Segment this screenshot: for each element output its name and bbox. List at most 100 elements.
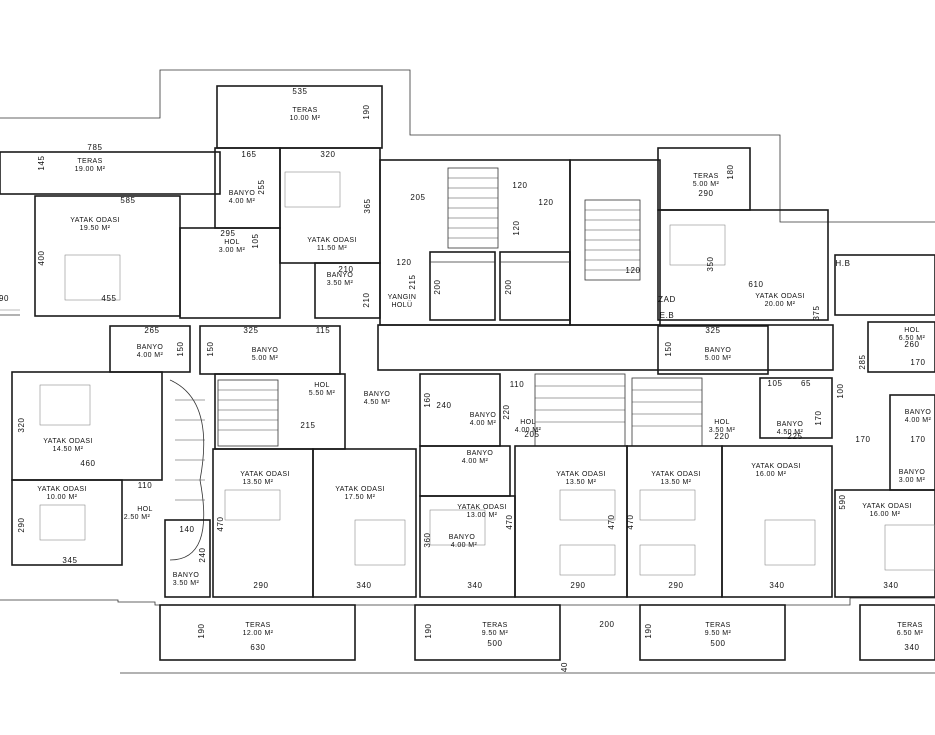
dimension-label: 500 (710, 639, 725, 648)
room-area: 3.50 M² (709, 427, 736, 434)
dimension-label: 215 (300, 421, 315, 430)
unit-stairs (169, 373, 703, 561)
dimension-label: 145 (37, 155, 46, 170)
dimension-label: 90 (0, 294, 9, 303)
dimension-label: 460 (80, 459, 95, 468)
room-labels: TERAS 10.00 M² TERAS 19.00 M² YATAK ODAS… (37, 107, 931, 637)
core-stairs (429, 167, 641, 321)
dimension-label: 630 (250, 643, 265, 652)
dimension-label: 220 (502, 404, 511, 419)
room-area: 3.50 M² (173, 580, 200, 587)
room-area: 10.00 M² (47, 494, 78, 501)
dimension-label: 225 (787, 432, 802, 441)
room-area: 4.00 M² (470, 420, 497, 427)
room-area: 11.50 M² (317, 245, 348, 252)
room-area: 13.50 M² (243, 479, 274, 486)
room-name: BANYO (467, 450, 494, 457)
dimension-label: 65 (801, 379, 811, 388)
dimension-label: 110 (510, 380, 525, 389)
lower-walls (164, 445, 935, 598)
room-name: BANYO (327, 272, 354, 279)
dimension-label: 160 (423, 392, 432, 407)
room-area: 9.50 M² (482, 630, 509, 637)
dimension-label: 190 (424, 623, 433, 638)
room-name: YATAK ODASI (556, 471, 606, 478)
dimension-label: E.B (660, 311, 675, 320)
room-area: 4.00 M² (229, 198, 256, 205)
room-area: 20.00 M² (765, 301, 796, 308)
dimension-label: 785 (87, 143, 102, 152)
dimension-label: 320 (17, 417, 26, 432)
dimension-label: 120 (396, 258, 411, 267)
dimension-label: 115 (316, 326, 331, 335)
room-area: 4.50 M² (777, 429, 804, 436)
room-name: YATAK ODASI (457, 504, 507, 511)
room-name: YATAK ODASI (70, 217, 120, 224)
dimension-label: 350 (706, 256, 715, 271)
dimension-label: 265 (144, 326, 159, 335)
dimension-label: 150 (664, 341, 673, 356)
dimension-label: 210 (338, 265, 353, 274)
room-name: YATAK ODASI (335, 486, 385, 493)
room-name: HOL (714, 419, 730, 426)
room-area: 12.00 M² (243, 630, 274, 637)
beds (39, 171, 935, 576)
dimension-label: 100 (836, 383, 845, 398)
room-area: 13.50 M² (661, 479, 692, 486)
dimension-label: 240 (436, 401, 451, 410)
dimension-label: 500 (487, 639, 502, 648)
dimension-label: 340 (883, 581, 898, 590)
dimension-label: 290 (253, 581, 268, 590)
dimension-label: 210 (362, 292, 371, 307)
dimension-label: 120 (512, 220, 521, 235)
room-name: BANYO (470, 412, 497, 419)
dimension-label: 325 (243, 326, 258, 335)
dimension-label: 340 (904, 643, 919, 652)
middle-walls (11, 321, 935, 566)
room-name: TERAS (482, 622, 507, 629)
room-area: 4.00 M² (462, 458, 489, 465)
room-area: 3.00 M² (899, 477, 926, 484)
room-name: YATAK ODASI (37, 486, 87, 493)
dimension-label: 255 (257, 179, 266, 194)
room-area: 13.00 M² (467, 512, 498, 519)
room-area: 5.00 M² (705, 355, 732, 362)
room-area: 4.00 M² (905, 417, 932, 424)
dimension-label: 40 (560, 662, 569, 672)
dimension-label: 170 (910, 358, 925, 367)
dimension-label: 205 (524, 430, 539, 439)
dimension-label: 325 (705, 326, 720, 335)
room-name: BANYO (137, 344, 164, 351)
room-name: YATAK ODASI (240, 471, 290, 478)
dimension-label: 360 (423, 532, 432, 547)
room-name: BANYO (173, 572, 200, 579)
dimension-label: 105 (251, 233, 260, 248)
room-name: BANYO (229, 190, 256, 197)
room-name: TERAS (245, 622, 270, 629)
dimension-label: 340 (356, 581, 371, 590)
dimension-label: 110 (138, 481, 153, 490)
dimension-label: 340 (467, 581, 482, 590)
room-name: BANYO (364, 391, 391, 398)
dimension-label: 340 (769, 581, 784, 590)
dimension-label: 290 (570, 581, 585, 590)
room-area: 4.00 M² (137, 352, 164, 359)
room-area: 2.50 M² (124, 514, 151, 521)
room-name: HOL (520, 419, 536, 426)
site-outline (0, 69, 935, 606)
upper-walls (0, 85, 935, 326)
terraces (159, 604, 935, 661)
room-name: YATAK ODASI (651, 471, 701, 478)
room-area: HOLÜ (391, 301, 412, 309)
dimension-label: 470 (626, 514, 635, 529)
room-name: YATAK ODASI (43, 438, 93, 445)
dimension-label: 590 (838, 494, 847, 509)
dimension-label: 220 (714, 432, 729, 441)
room-name: YATAK ODASI (862, 503, 912, 510)
room-area: 16.00 M² (756, 471, 787, 478)
dimension-label: 260 (904, 340, 919, 349)
dimension-label: 295 (220, 229, 235, 238)
dimension-label: 470 (216, 516, 225, 531)
room-name: YANGIN (388, 294, 417, 301)
